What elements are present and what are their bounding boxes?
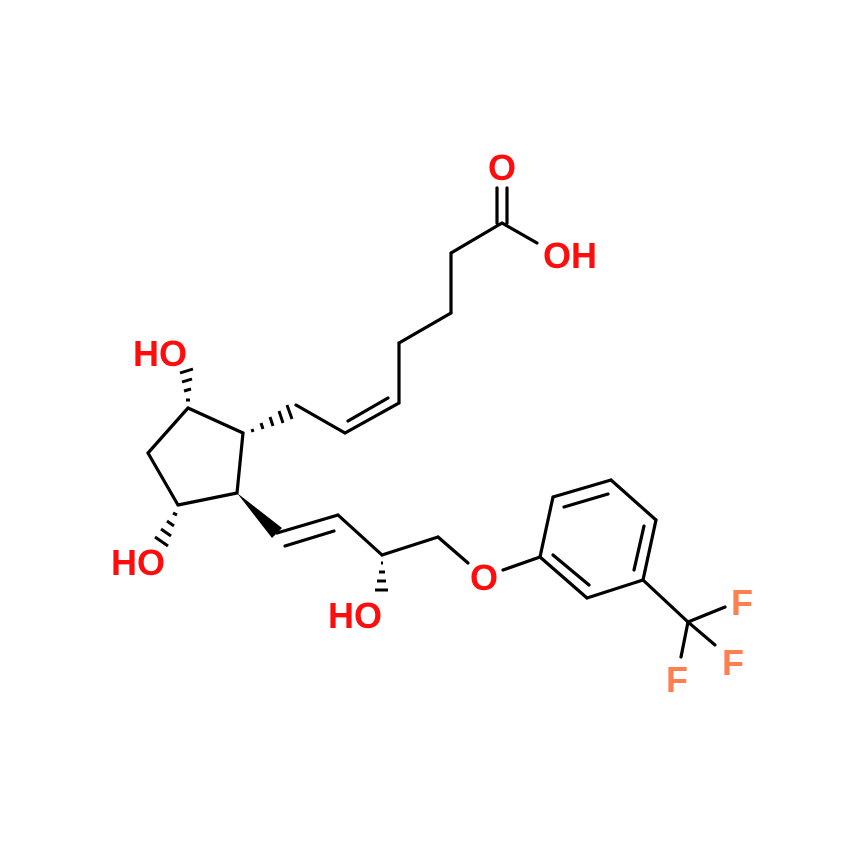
bond-ar3-ar4 bbox=[609, 478, 658, 522]
bond-c2-c1 bbox=[449, 221, 504, 255]
bond-c-f3 bbox=[679, 620, 690, 659]
alpha-chain bbox=[294, 186, 539, 435]
bond-c-f1 bbox=[686, 605, 727, 624]
bond-ar2-ar3 bbox=[551, 478, 613, 499]
bond-ar2-ar3-inner bbox=[562, 492, 610, 509]
cyclopentane-ring bbox=[146, 406, 245, 507]
benzene-ring bbox=[538, 478, 658, 600]
ring-hydroxyl-top-label: HO bbox=[133, 333, 187, 374]
bond-c16-o bbox=[436, 535, 470, 565]
bond-c12-c11 bbox=[176, 491, 239, 507]
bond-c10-c9 bbox=[146, 406, 190, 455]
acid-hydroxyl-label: OH bbox=[543, 235, 597, 276]
bond-c9-c8 bbox=[186, 406, 245, 435]
ether-oxygen-label: O bbox=[470, 557, 498, 598]
omega-chain bbox=[275, 513, 542, 572]
fluorine-2-label: F bbox=[722, 642, 744, 683]
bond-c15-c16 bbox=[380, 535, 440, 557]
bond-c14-c15 bbox=[336, 513, 384, 557]
bond-ar1-ar2 bbox=[538, 495, 555, 559]
bond-o-ar bbox=[501, 555, 542, 572]
bond-ar4-ar5 bbox=[641, 518, 658, 582]
bond-ar6-ar1 bbox=[538, 555, 589, 600]
hashed-bond-c9-oh bbox=[179, 367, 194, 402]
bond-c8-c12 bbox=[235, 431, 245, 495]
ring-hydroxyl-bottom-label: HO bbox=[111, 542, 165, 583]
bond-c11-c10 bbox=[146, 451, 180, 507]
bond-ar5-ar6 bbox=[585, 578, 645, 600]
fluorine-3-label: F bbox=[666, 659, 688, 700]
hashed-bond-c8-c7 bbox=[250, 404, 294, 433]
trifluoromethyl-group bbox=[641, 578, 727, 659]
bond-ar4-ar5-inner bbox=[632, 524, 646, 572]
bond-c-f2 bbox=[686, 620, 717, 647]
carbonyl-oxygen-label: O bbox=[488, 147, 516, 188]
bond-ar6-ar1-inner bbox=[551, 553, 591, 587]
bond-c13-c14 bbox=[275, 513, 340, 535]
bond-c4-c3 bbox=[397, 311, 453, 345]
bond-ar5-cf3 bbox=[641, 578, 690, 624]
wedge-bond-c12-c13 bbox=[237, 493, 282, 538]
bond-c13-c14-inner bbox=[283, 529, 336, 548]
fluorine-1-label: F bbox=[731, 582, 753, 623]
hashed-bond-c11-oh bbox=[154, 511, 178, 548]
bond-c7-c6 bbox=[294, 403, 347, 435]
side-chain-hydroxyl-label: HO bbox=[328, 595, 382, 636]
bond-c1-oh bbox=[500, 221, 539, 245]
bond-c6-c5 bbox=[343, 401, 401, 435]
bond-c6-c5-inner bbox=[346, 396, 390, 423]
hashed-bond-c15-oh bbox=[375, 561, 388, 592]
